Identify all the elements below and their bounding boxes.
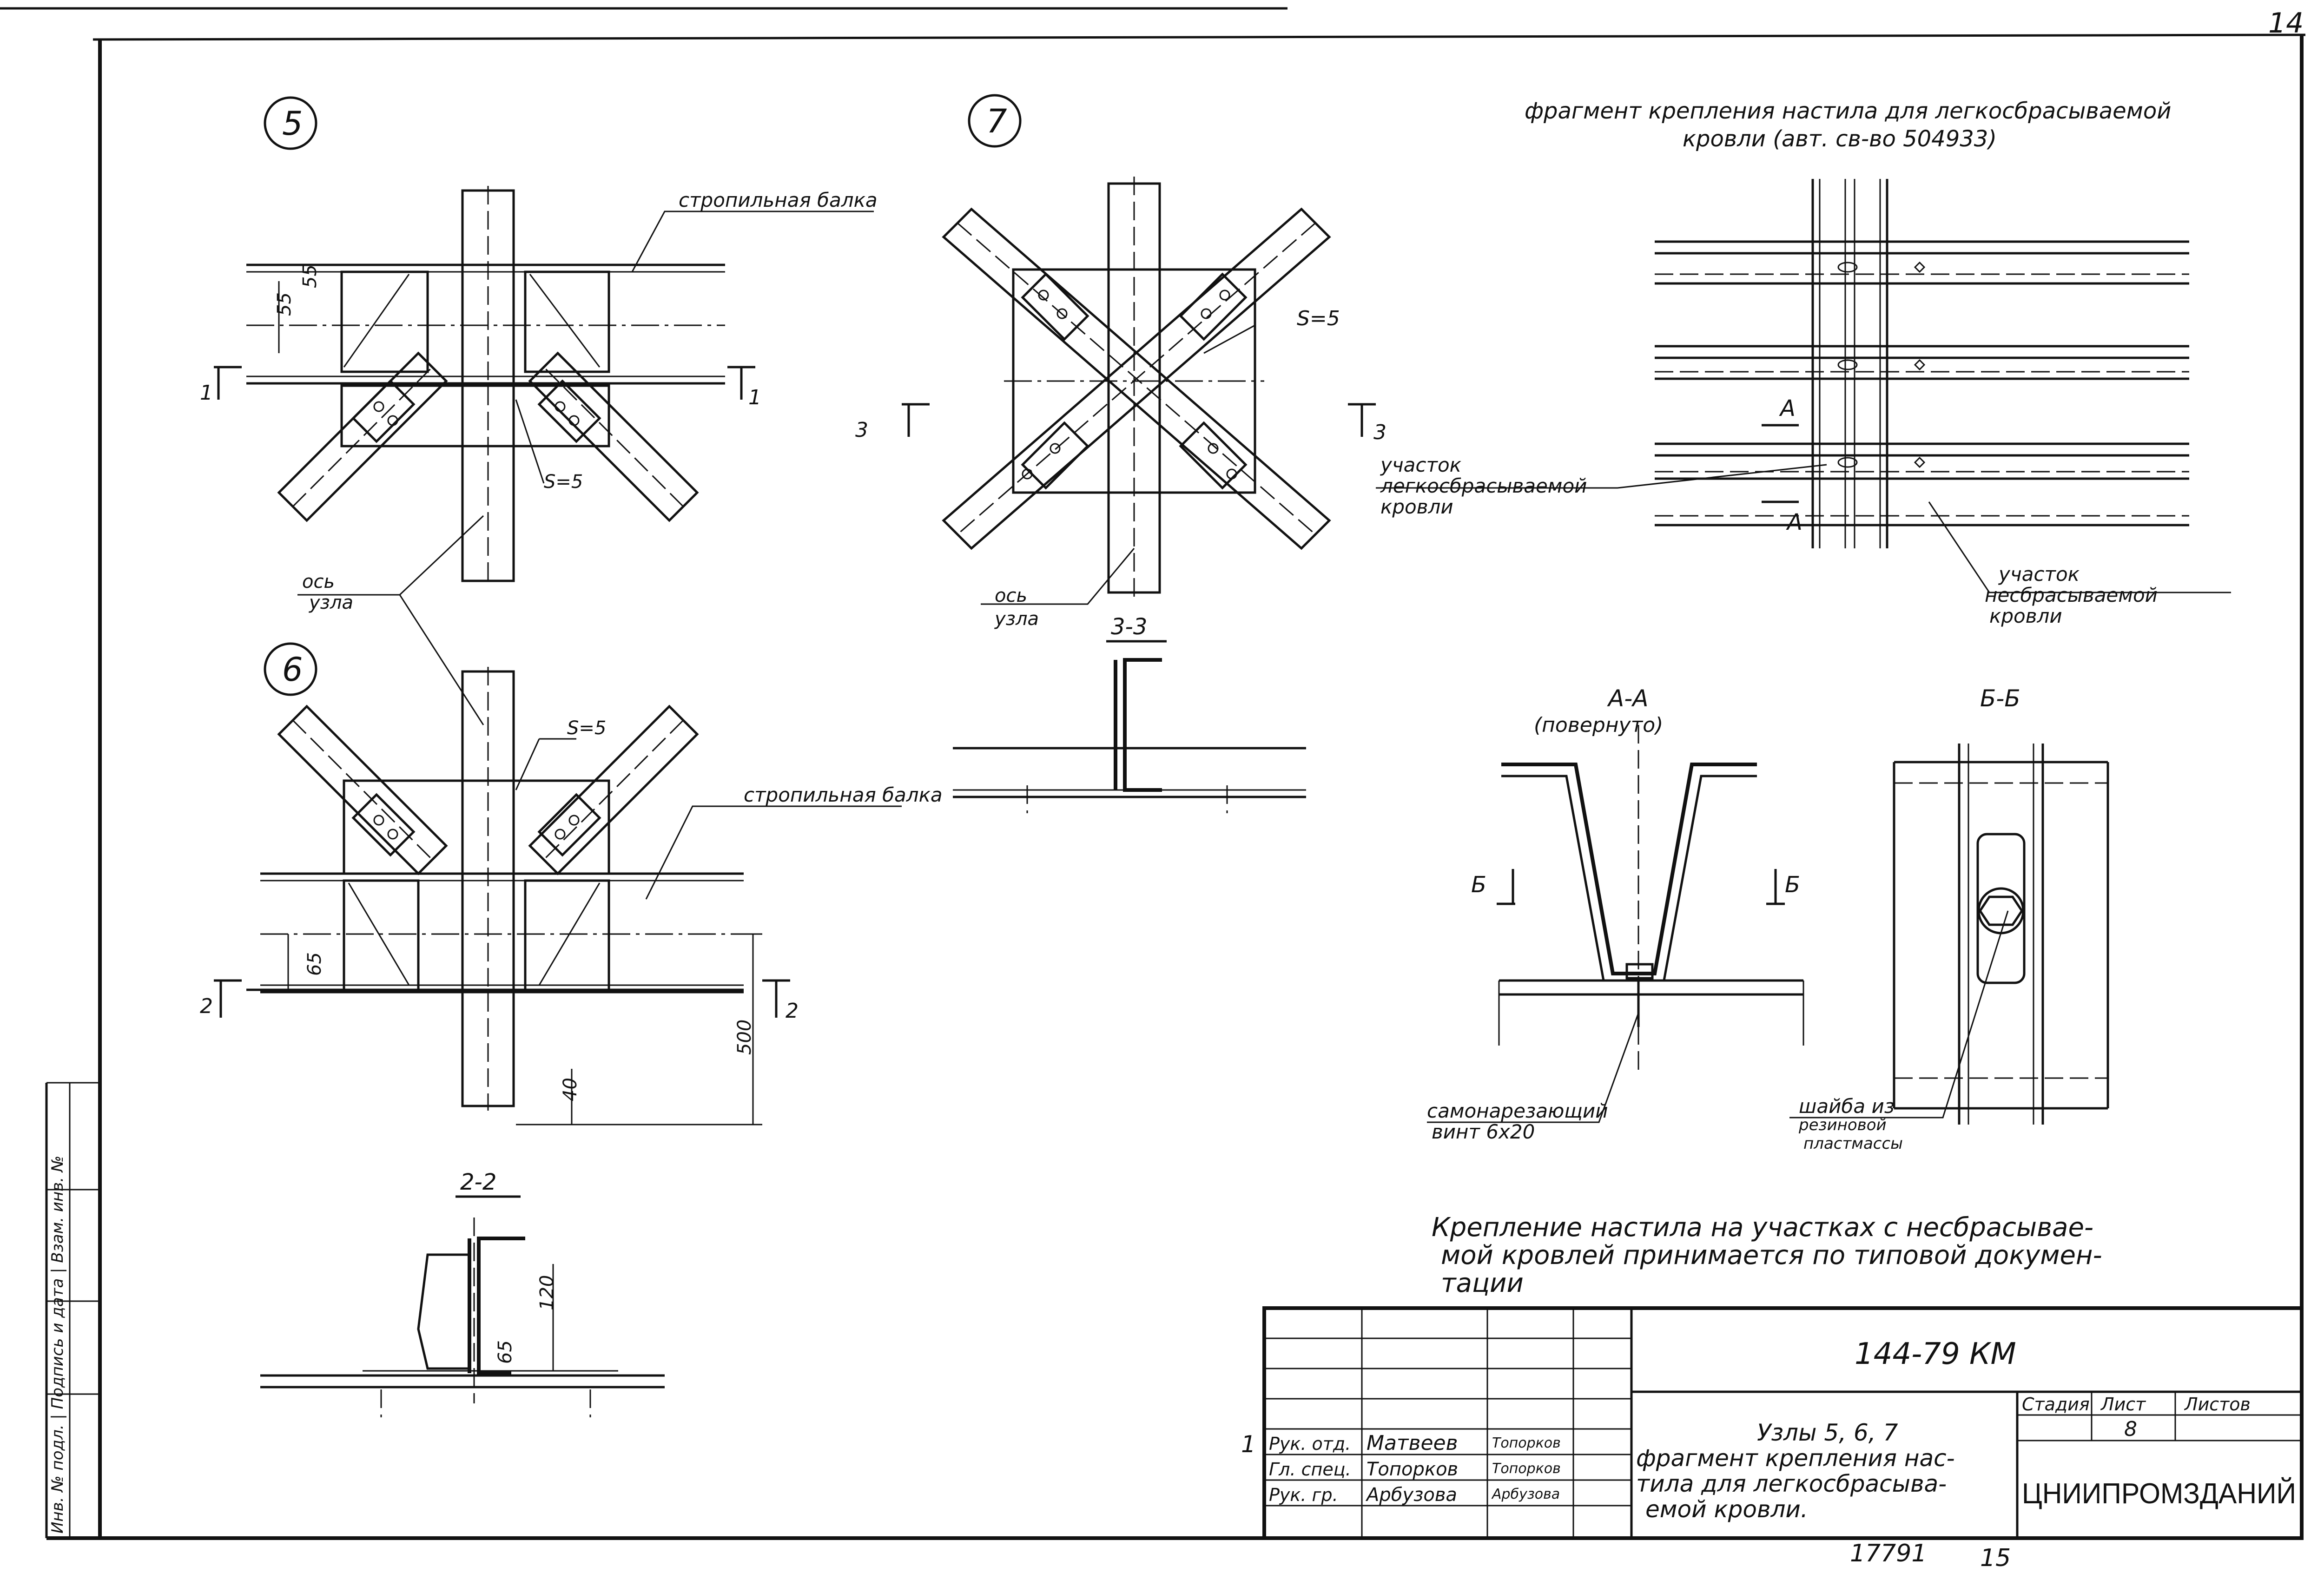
fragment-light-label-1: участок [1380, 454, 1462, 476]
node-6-plate-label: S=5 [567, 717, 606, 739]
fragment-arrow-a-bottom: А [1786, 509, 1802, 535]
footer-page: 15 [1980, 1544, 2011, 1572]
note-line-1: Крепление настила на участках с несбрасы… [1432, 1212, 2093, 1243]
fragment-title-2: кровли (авт. св-во 504933) [1683, 126, 1997, 152]
axis-label-2b: узла [994, 608, 1039, 630]
node-6-dim-500: 500 [734, 1020, 755, 1055]
role-3: Рук. гр. [1269, 1485, 1338, 1505]
role-2: Гл. спец. [1269, 1459, 1351, 1480]
section-a-a-screw-1: самонарезающий [1427, 1099, 1608, 1122]
section-a-a-title: А-А [1607, 685, 1648, 712]
description-3: тила для легкосбрасыва- [1636, 1470, 1947, 1497]
section-b-b-title: Б-Б [1980, 685, 2020, 712]
sheet-number: 14 [2268, 7, 2304, 39]
sheet-frame [0, 7, 2306, 1540]
sheet-label: Лист [2100, 1394, 2146, 1415]
fragment-light-label-3: кровли [1380, 495, 1453, 518]
section-a-a-washer-1: шайба из [1799, 1095, 1895, 1118]
fragment-light-label-2: легкосбрасываемой [1380, 474, 1587, 497]
node-6-dim-40: 40 [560, 1078, 581, 1101]
stage-label: Стадия [2022, 1394, 2090, 1415]
description-1: Узлы 5, 6, 7 [1757, 1419, 1898, 1446]
node-6-drawing: 6 стропильная балка S=5 65 [200, 642, 943, 1125]
node-5-cut-right: 1 [748, 386, 761, 409]
signature-2: Топорков [1492, 1461, 1561, 1477]
section-2-2-title: 2-2 [460, 1169, 496, 1195]
note-line-3: тации [1441, 1268, 1524, 1298]
name-3: Арбузова [1365, 1484, 1457, 1506]
section-a-a-cut-left: Б [1471, 872, 1486, 898]
sheet-value: 8 [2124, 1417, 2137, 1441]
node-6-marker-circle [264, 642, 317, 696]
section-2-2-dim-65: 65 [495, 1340, 516, 1364]
node-5-plate-label: S=5 [544, 471, 583, 493]
note-line-2: мой кровлей принимается по типовой докум… [1441, 1240, 2102, 1270]
doc-code: 144-79 КМ [1855, 1337, 2016, 1371]
organization: ЦНИИПРОМЗДАНИЙ [2022, 1477, 2296, 1510]
fragment-title-1: фрагмент крепления настила для легкосбра… [1525, 98, 2171, 124]
description-4: емой кровли. [1645, 1496, 1808, 1523]
title-block [1262, 1306, 2304, 1540]
description-2: фрагмент крепления нас- [1636, 1445, 1955, 1472]
section-3-3-title: 3-3 [1111, 614, 1147, 640]
section-a-a-screw-2: винт 6х20 [1432, 1120, 1535, 1143]
node-5-cut-left: 1 [200, 381, 213, 405]
node-5-rafter-label: стропильная балка [679, 189, 878, 211]
node-5-dim-1: 55 [274, 292, 295, 316]
sheets-label: Листов [2184, 1394, 2251, 1415]
section-a-a-drawing: А-А (повернуто) Б Б самонарезающий винт … [1427, 685, 2009, 1153]
section-a-a-cut-right: Б [1785, 872, 1800, 898]
signature-3: Арбузова [1491, 1486, 1560, 1502]
node-5-drawing: 5 стропильная балка [200, 96, 878, 586]
node-5-dim-2: 55 [299, 264, 321, 288]
name-1: Матвеев [1367, 1431, 1458, 1455]
node-5-marker: 5 [282, 105, 303, 143]
node-6-dim-1: 65 [304, 952, 325, 976]
footer-inv: 17791 [1850, 1540, 1927, 1567]
fragment-drawing: фрагмент крепления настила для легкосбра… [1376, 98, 2231, 627]
node-6-cut-left: 2 [200, 994, 213, 1018]
section-a-a-subtitle: (повернуто) [1534, 713, 1663, 737]
node-7-drawing: 7 S=5 3 3 [855, 94, 1386, 605]
section-b-b-drawing: Б-Б [1893, 685, 2109, 1125]
role-1: Рук. отд. [1269, 1434, 1351, 1454]
fragment-fixed-label-1: участок [1998, 563, 2080, 586]
node-6-cut-right: 2 [786, 999, 799, 1023]
section-3-3-drawing: 3-3 [953, 614, 1306, 813]
node-7-marker: 7 [986, 102, 1007, 140]
node-7-marker-circle [968, 94, 1022, 148]
node-7-plate-label: S=5 [1297, 307, 1340, 330]
fragment-fixed-label-2: несбрасываемой [1985, 584, 2158, 606]
node-5-marker-circle [264, 96, 317, 150]
section-a-a-washer-3: пластмассы [1803, 1134, 1903, 1153]
node-7-cut-left: 3 [855, 418, 868, 442]
section-a-a-washer-2: резиновой [1798, 1116, 1887, 1134]
node-6-rafter-label: стропильная балка [744, 783, 943, 806]
section-2-2-drawing: 2-2 120 65 [260, 1169, 665, 1417]
name-2: Топорков [1367, 1459, 1458, 1480]
node-7-cut-right: 3 [1373, 421, 1386, 444]
change-mark: 1 [1241, 1431, 1256, 1458]
axis-label-2: ось [995, 585, 1027, 606]
node-6-marker: 6 [282, 651, 303, 689]
axis-label-1: ось [302, 571, 335, 592]
signature-1: Топорков [1492, 1435, 1561, 1451]
fragment-fixed-label-3: кровли [1989, 605, 2062, 627]
axis-label-1b: узла [309, 592, 353, 613]
side-strip-text: Инв. № подл. | Подпись и дата | Взам. ин… [48, 1156, 67, 1534]
fragment-arrow-a-top: А [1779, 395, 1796, 421]
section-2-2-dim-120: 120 [536, 1275, 558, 1310]
